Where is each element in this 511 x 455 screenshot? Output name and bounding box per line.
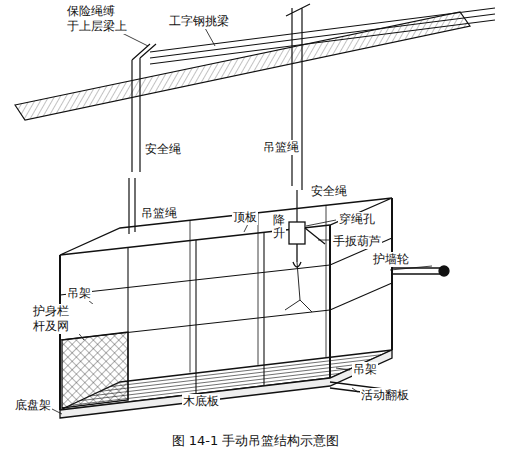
frame-post (263, 232, 264, 385)
basket-frame (60, 198, 449, 418)
corner-posts (60, 198, 392, 410)
leader (352, 388, 358, 392)
part-label: 木底板 (182, 394, 220, 409)
part-label: 工字钢挑梁 (168, 14, 230, 29)
leader (205, 28, 215, 46)
vertical-label: 降升 (272, 214, 286, 240)
figure-caption: 图 14-1 手动吊篮结构示意图 (172, 432, 340, 450)
part-label: 安全绳 (144, 142, 182, 157)
frame-post (195, 240, 196, 393)
part-label: 护墙轮 (372, 252, 410, 267)
floor-board (110, 355, 382, 387)
leader (244, 224, 248, 232)
back-post (190, 220, 191, 372)
hoist-lever-hook (293, 228, 325, 267)
guard-rail (60, 265, 330, 295)
back-post (326, 205, 327, 357)
floor-board (90, 364, 361, 396)
part-label: 保险绳缚 于上层梁上 (66, 4, 140, 34)
part-label: 活动翻板 (360, 388, 410, 403)
part-label: 底盘架 (14, 398, 52, 413)
i-beam-outrigger (150, 8, 495, 64)
basket-rope-right (286, 4, 310, 190)
upper-structure (15, 4, 495, 234)
top-frame (60, 198, 392, 255)
part-label: 吊架 (66, 286, 92, 301)
guard-mesh (62, 332, 128, 408)
part-label: 顶板 (232, 210, 258, 225)
back-post (258, 213, 259, 365)
lever-hoist (289, 222, 305, 244)
leader (306, 220, 336, 226)
frame-post (127, 247, 128, 400)
leader (318, 240, 330, 241)
part-label: 吊篮绳 (262, 140, 300, 155)
part-label: 护身栏 杆及网 (32, 304, 106, 334)
rope-to-hoist (296, 190, 297, 222)
part-label: 穿绳孔 (338, 212, 376, 227)
basket-rope-left (129, 178, 135, 234)
part-label: 吊篮绳 (140, 206, 178, 221)
part-label: 手扳葫芦 (332, 234, 382, 249)
leader (120, 32, 148, 46)
part-label: 吊架 (352, 362, 378, 377)
floor-board (100, 359, 371, 391)
wall-wheel (439, 266, 449, 276)
part-label: 安全绳 (310, 184, 348, 199)
leader-lines (50, 28, 432, 414)
guard-rail (330, 283, 392, 310)
frame-repeats (60, 205, 392, 405)
